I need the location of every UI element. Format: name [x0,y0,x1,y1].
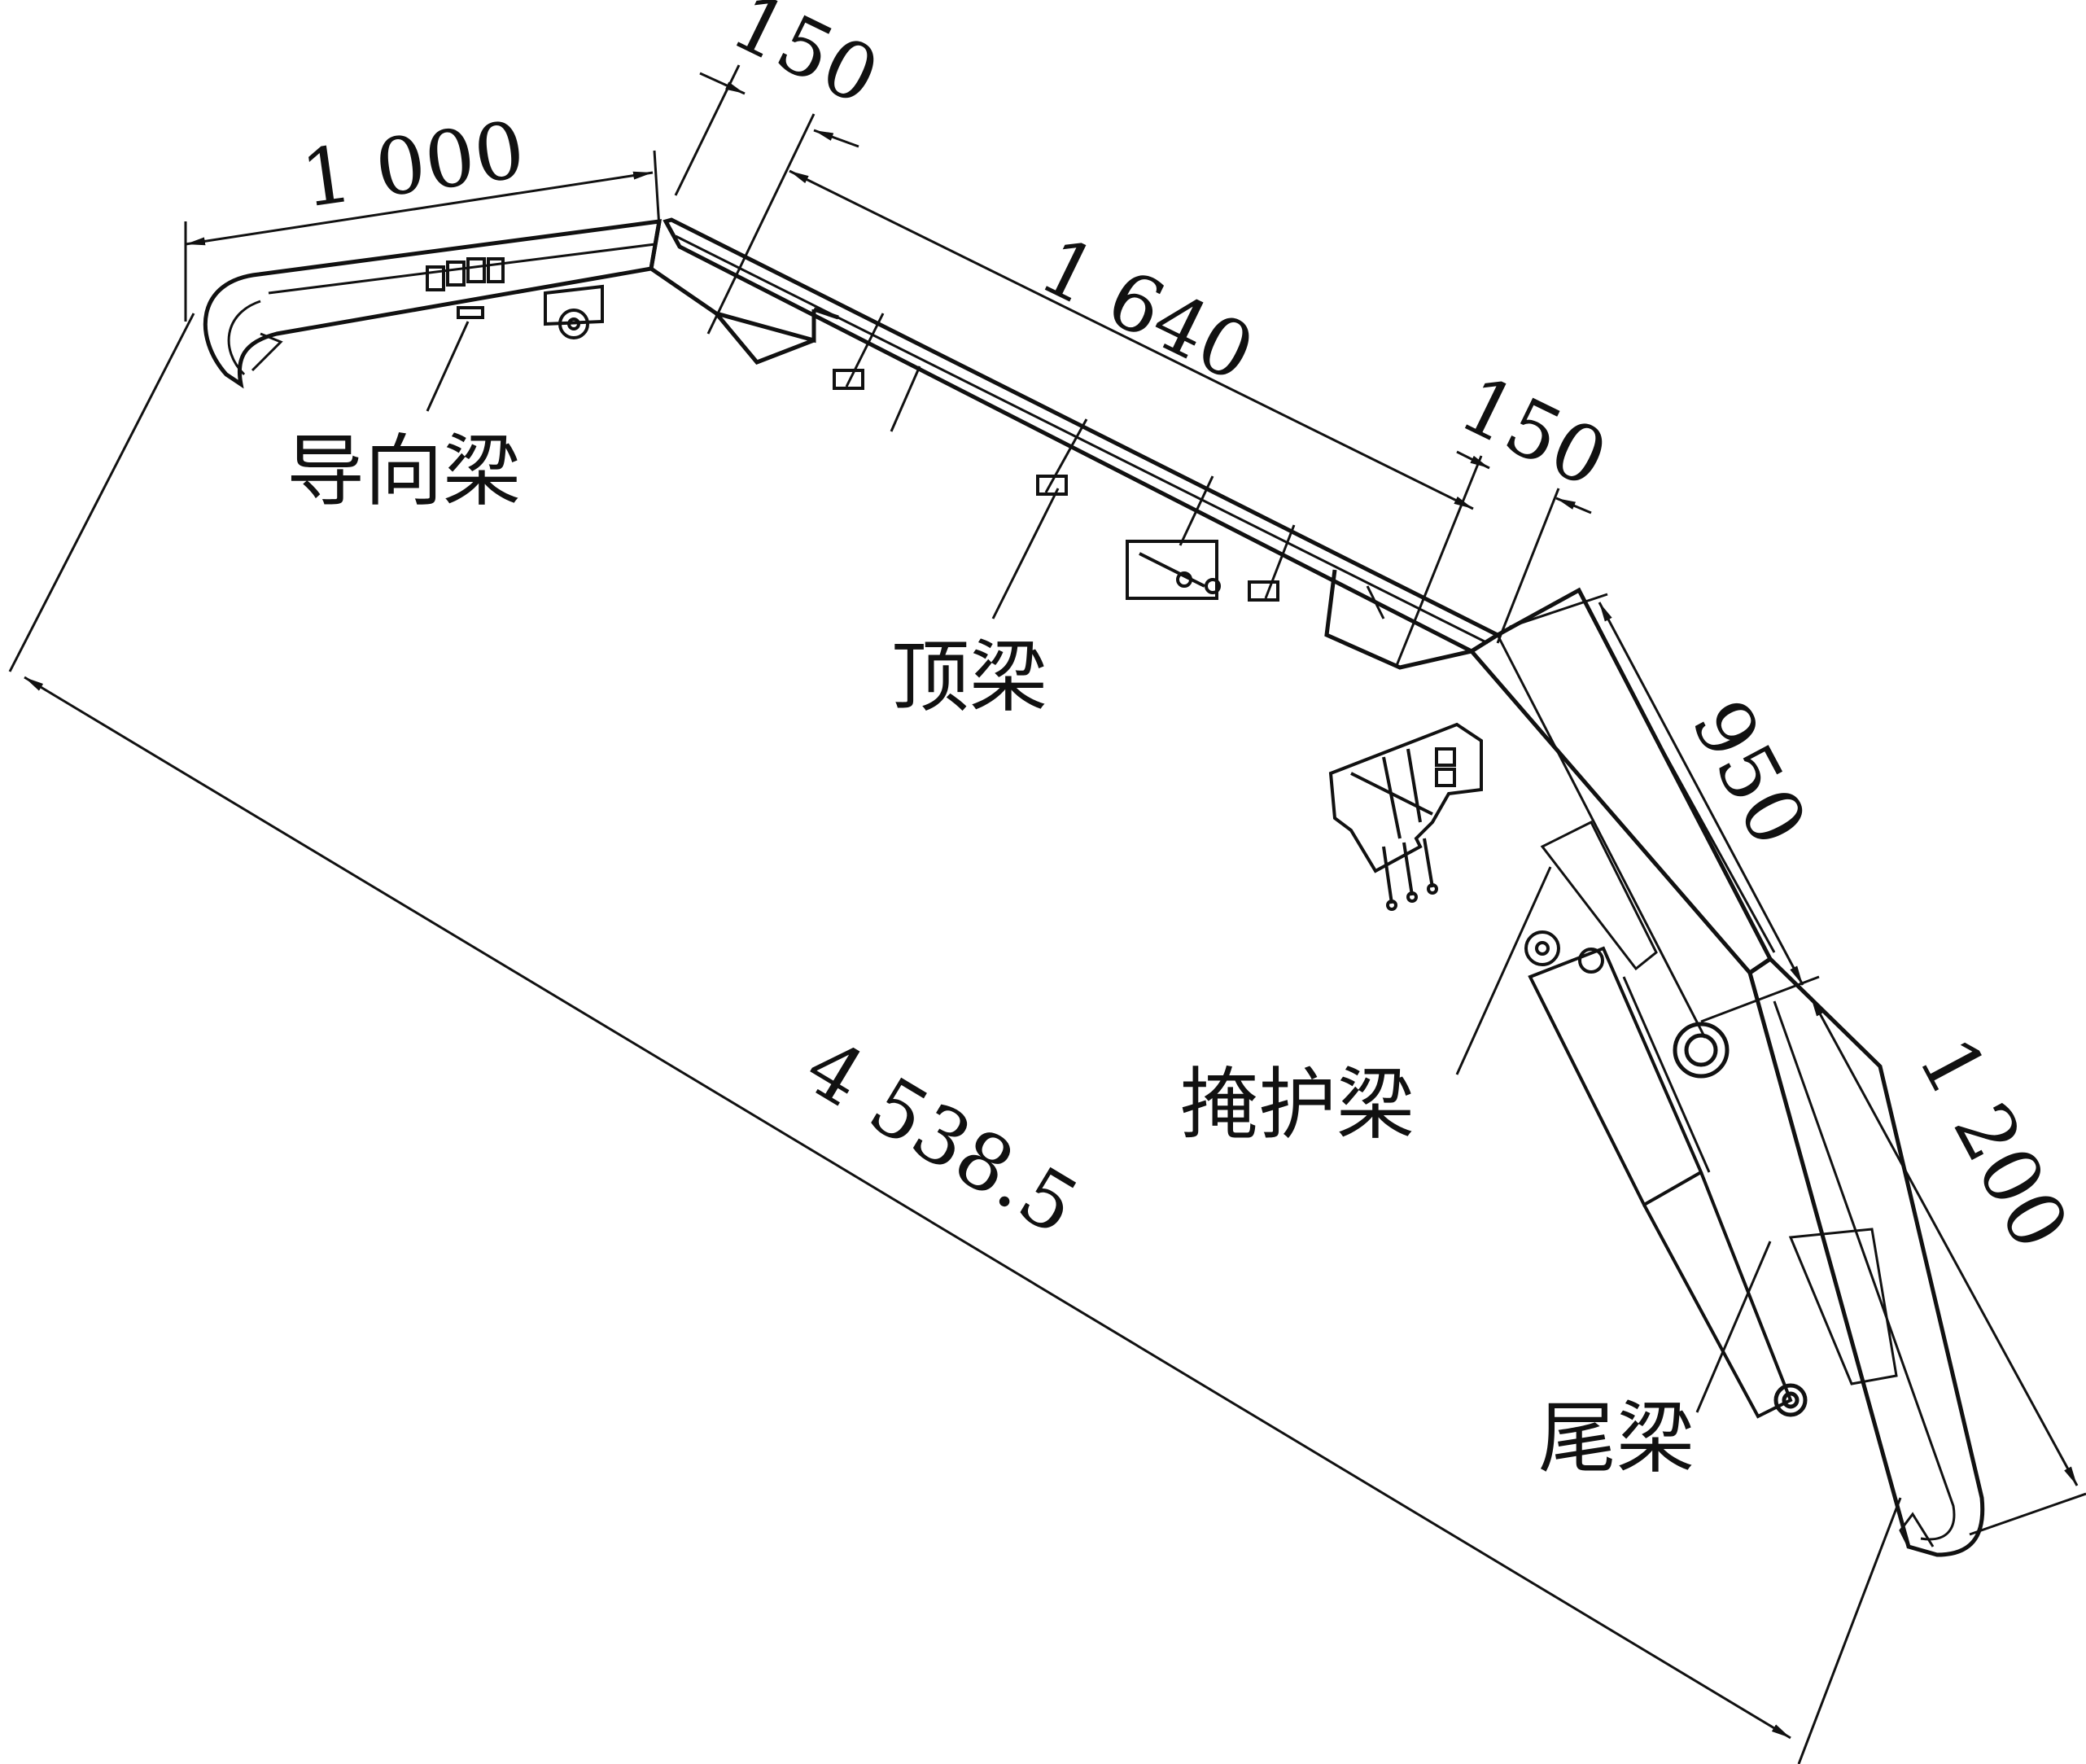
label-guide-beam: 导向梁 [286,426,521,517]
shield-beam-jack [1524,930,1793,1419]
shield-side-valve-block [1328,722,1483,911]
dim-tail-beam-length: 1 200 [1900,1023,2086,1263]
label-shield-beam: 掩护梁 [1180,1059,1415,1150]
dim-overall-length: 4 538.5 [790,1021,1093,1253]
shield-beam-outline [1468,587,1776,1079]
dim-guide-beam-length: 1 000 [296,104,531,225]
top-beam-bolts [833,369,1279,602]
dim-top-beam-length: 1 640 [1026,220,1267,400]
guide-beam-jack-details [426,257,604,339]
label-top-beam: 顶梁 [891,632,1047,723]
label-tail-beam: 尾梁 [1538,1393,1695,1484]
leader-lines [426,321,1772,1413]
dim-shield-beam-length: 950 [1674,685,1825,860]
dim-rear-joint: 150 [1447,358,1621,506]
guide-beam-outline [203,219,663,389]
dimension-lines [8,64,2086,1764]
dim-front-joint: 150 [719,0,893,123]
